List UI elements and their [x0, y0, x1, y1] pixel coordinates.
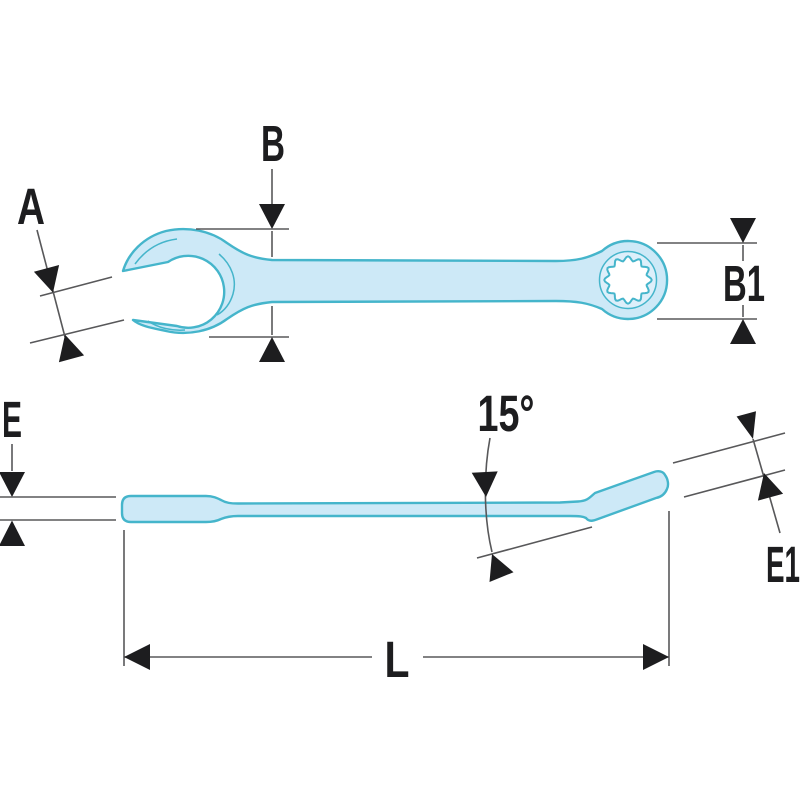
open-end-bevel-throat: [216, 253, 236, 316]
dim-e1-arrow-lower: [757, 473, 784, 501]
angle-arrow-top: [471, 471, 498, 497]
dim-a-extension-lower: [29, 319, 125, 344]
open-end-bevel-top: [134, 238, 178, 265]
dim-a-extension-upper: [39, 276, 113, 297]
label-e1: E1: [766, 536, 800, 593]
open-end-bevel-bottom: [147, 320, 186, 331]
dim-e-arrow-top: [0, 472, 25, 497]
dimension-b: B: [196, 115, 289, 362]
dimension-e1: E1: [672, 411, 800, 593]
dim-l-arrow-left: [124, 644, 150, 670]
label-l: L: [385, 631, 410, 688]
side-view: E 15° E1: [0, 385, 800, 688]
dimension-e: E: [0, 391, 116, 546]
dimension-a: A: [17, 178, 125, 363]
dim-l-arrow-right: [643, 644, 669, 670]
dim-a-arrow-upper: [33, 265, 60, 293]
dim-b-arrow-bottom: [259, 337, 285, 362]
angle-annotation: 15°: [471, 385, 593, 582]
ring-hole-12pt: [603, 255, 653, 305]
dimension-b1: B1: [657, 218, 765, 344]
dim-e1-extension-upper: [672, 432, 786, 464]
label-b1: B1: [723, 255, 765, 312]
label-a: A: [17, 178, 45, 235]
dim-b1-arrow-top: [730, 218, 756, 243]
dimension-l: L: [123, 511, 670, 688]
dim-e1-arrow-upper: [736, 411, 756, 439]
angle-chord-line: [476, 526, 593, 559]
dim-a-arrow-lower: [58, 334, 85, 363]
dim-b1-arrow-bottom: [730, 319, 756, 344]
top-view-wrench-body: [121, 227, 669, 335]
top-view: A B B1: [17, 115, 765, 363]
dim-b-arrow-top: [259, 204, 285, 229]
label-e: E: [2, 391, 22, 448]
dim-e1-extension-lower: [683, 469, 786, 498]
dim-e-arrow-bottom: [0, 520, 25, 546]
label-b: B: [261, 115, 285, 172]
side-view-wrench-body: [120, 470, 670, 524]
angle-arrow-bottom: [489, 554, 514, 582]
label-angle: 15°: [478, 385, 535, 442]
